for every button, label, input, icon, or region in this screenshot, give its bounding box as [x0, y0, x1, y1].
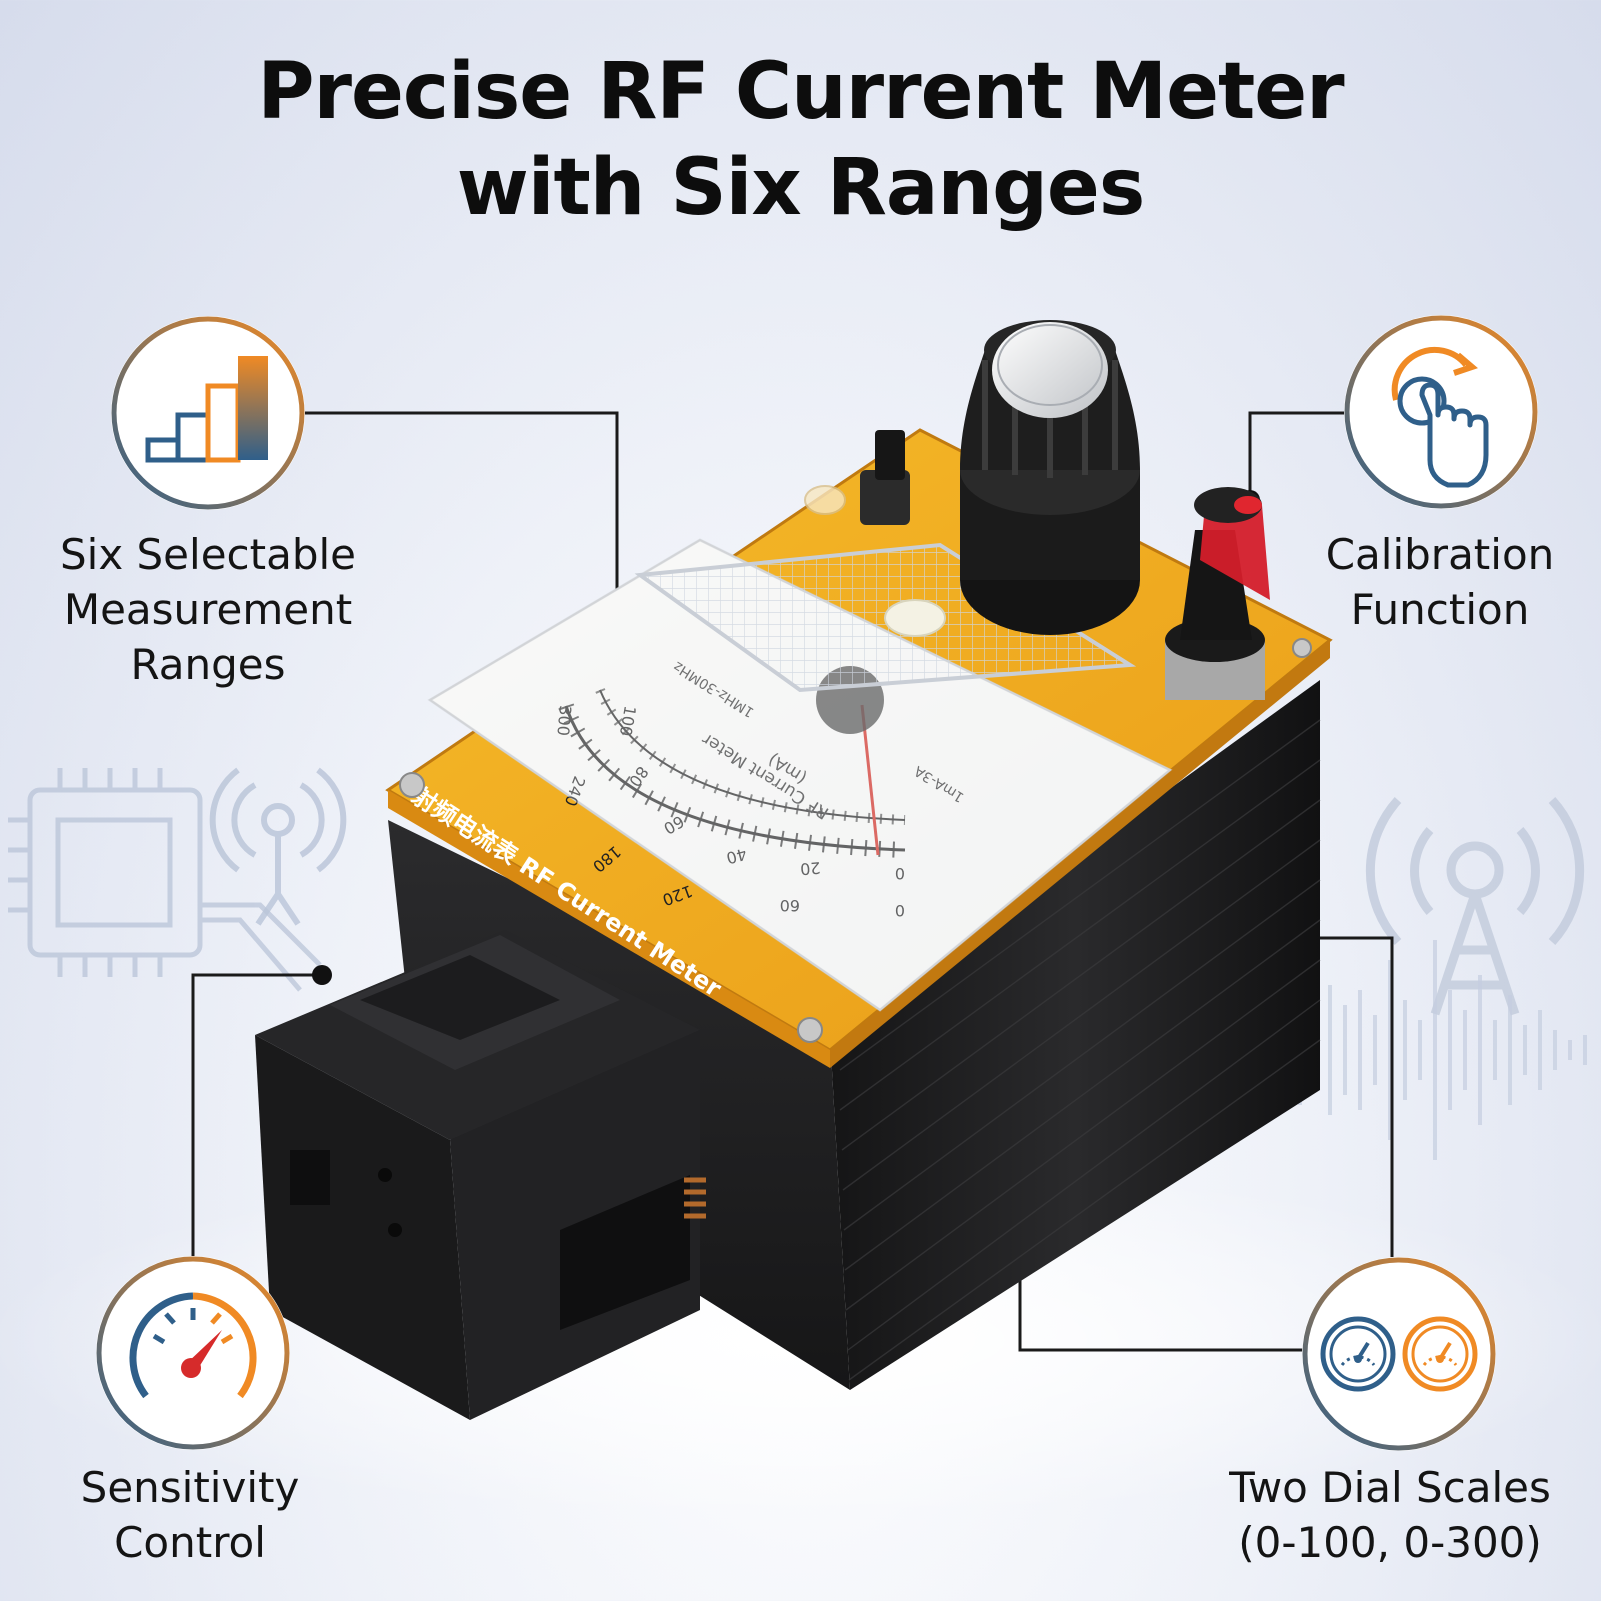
- current-transformer-clamp: [255, 930, 706, 1420]
- calibration-knob[interactable]: [1165, 487, 1270, 700]
- title-line-1: Precise RF Current Meter: [257, 47, 1344, 137]
- calibration-feature-label: Calibration Function: [1325, 530, 1555, 634]
- antenna-background-icon-right: [1365, 796, 1585, 1016]
- calibration-feature-circle: [1344, 315, 1538, 509]
- meter-cover: [427, 538, 1173, 1012]
- leader-lines: [191, 411, 1394, 1352]
- dial-right-icon: [1402, 1316, 1478, 1392]
- bar-chart-icon: [111, 316, 305, 510]
- rf-current-meter-device: 射频电流表 RF Current Meter 0 60 120 180 240 …: [255, 320, 1333, 1420]
- sensitivity-feature-circle: [96, 1256, 290, 1450]
- ranges-feature-label: Six Selectable Measurement Ranges: [59, 530, 356, 689]
- antenna-background-icon-left: [209, 767, 347, 926]
- title-line-2: with Six Ranges: [456, 143, 1146, 233]
- sensitivity-feature-label: Sensitivity Control: [80, 1463, 300, 1567]
- two-dials-icon: [1302, 1257, 1496, 1451]
- ranges-feature-circle: [111, 316, 305, 510]
- sensitivity-knob[interactable]: [960, 320, 1140, 635]
- rotate-knob-hand-icon: [1344, 315, 1538, 509]
- chip-background-icon: [8, 768, 322, 992]
- screws: [399, 638, 1312, 1043]
- range-slide-switch[interactable]: [860, 430, 910, 525]
- page-title: Precise RF Current Meter with Six Ranges: [0, 44, 1601, 236]
- enclosure-right-side: [830, 680, 1320, 1390]
- dial-left-icon: [1320, 1316, 1396, 1392]
- dials-feature-label: Two Dial Scales (0-100, 0-300): [1229, 1463, 1551, 1567]
- dials-feature-circle: [1302, 1257, 1496, 1451]
- indicator-led: [804, 485, 846, 515]
- gauge-icon: [96, 1256, 290, 1450]
